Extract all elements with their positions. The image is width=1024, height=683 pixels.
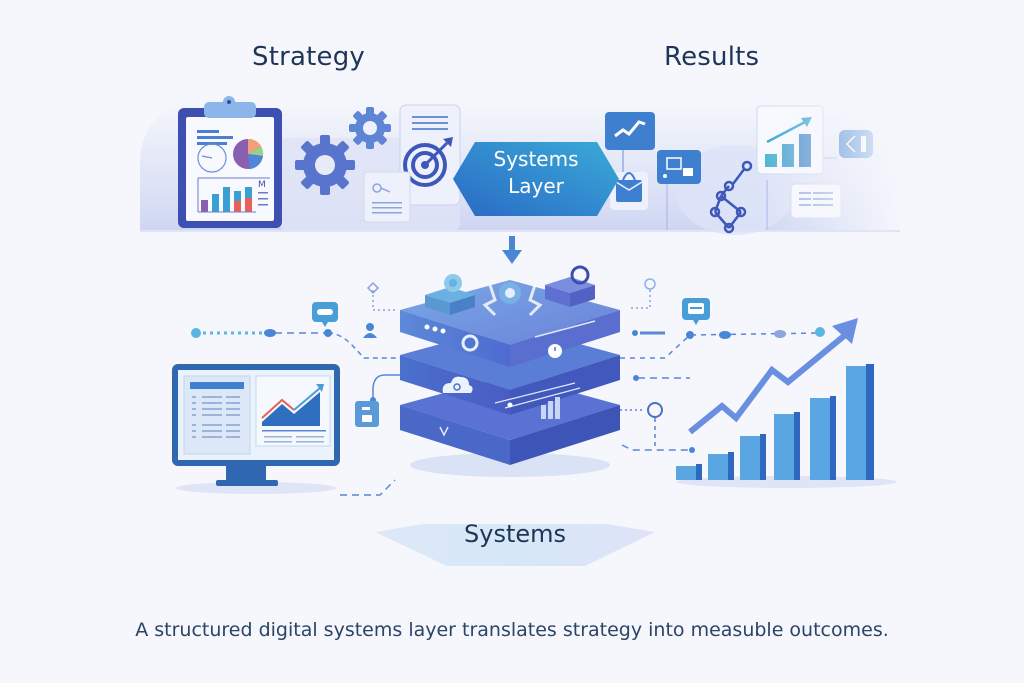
systems-banner (375, 524, 655, 566)
chat-bubble-icon (312, 302, 338, 327)
bar-chart-icon: M (197, 177, 270, 213)
clock-icon (548, 344, 562, 358)
pie-chart-icon (233, 138, 264, 169)
strategy-heading: Strategy (252, 42, 366, 72)
down-arrow-icon (502, 236, 522, 264)
trend-line-icon (605, 112, 655, 150)
stacked-layers-icon (400, 265, 620, 477)
band-fade-right (760, 100, 920, 230)
message-icon (682, 298, 710, 325)
briefcase-icon (610, 172, 648, 210)
caption: A structured digital systems layer trans… (135, 619, 889, 641)
key-document-icon (363, 171, 411, 223)
strategy-illustration: M (178, 96, 461, 230)
user-icon (363, 323, 377, 338)
gear-icon (295, 135, 355, 195)
trend-arrow-icon (688, 318, 858, 435)
systems-layer-badge (453, 142, 619, 216)
target-icon (403, 137, 453, 187)
svg-text:M: M (258, 180, 266, 190)
workstation-icon (657, 150, 701, 184)
gear-icon (499, 282, 521, 304)
clipboard-icon: M (178, 96, 282, 228)
network-nodes-icon (709, 160, 753, 234)
document-icon (412, 116, 448, 130)
gear-icon (444, 274, 462, 292)
storage-icon (355, 401, 379, 427)
systems-layer-line2: Layer (508, 174, 564, 198)
growth-bars-icon (676, 318, 897, 488)
systems-layer-line1: Systems (493, 147, 579, 171)
gear-icon (461, 334, 479, 352)
results-heading: Results (664, 42, 760, 72)
cloud-icon (442, 376, 473, 393)
monitor-dashboard-icon (172, 364, 340, 494)
gear-icon-small (349, 107, 391, 149)
gear-icon (570, 265, 590, 285)
systems-banner-label: Systems (464, 520, 566, 548)
systems-layer-label: Systems Layer (453, 146, 619, 200)
